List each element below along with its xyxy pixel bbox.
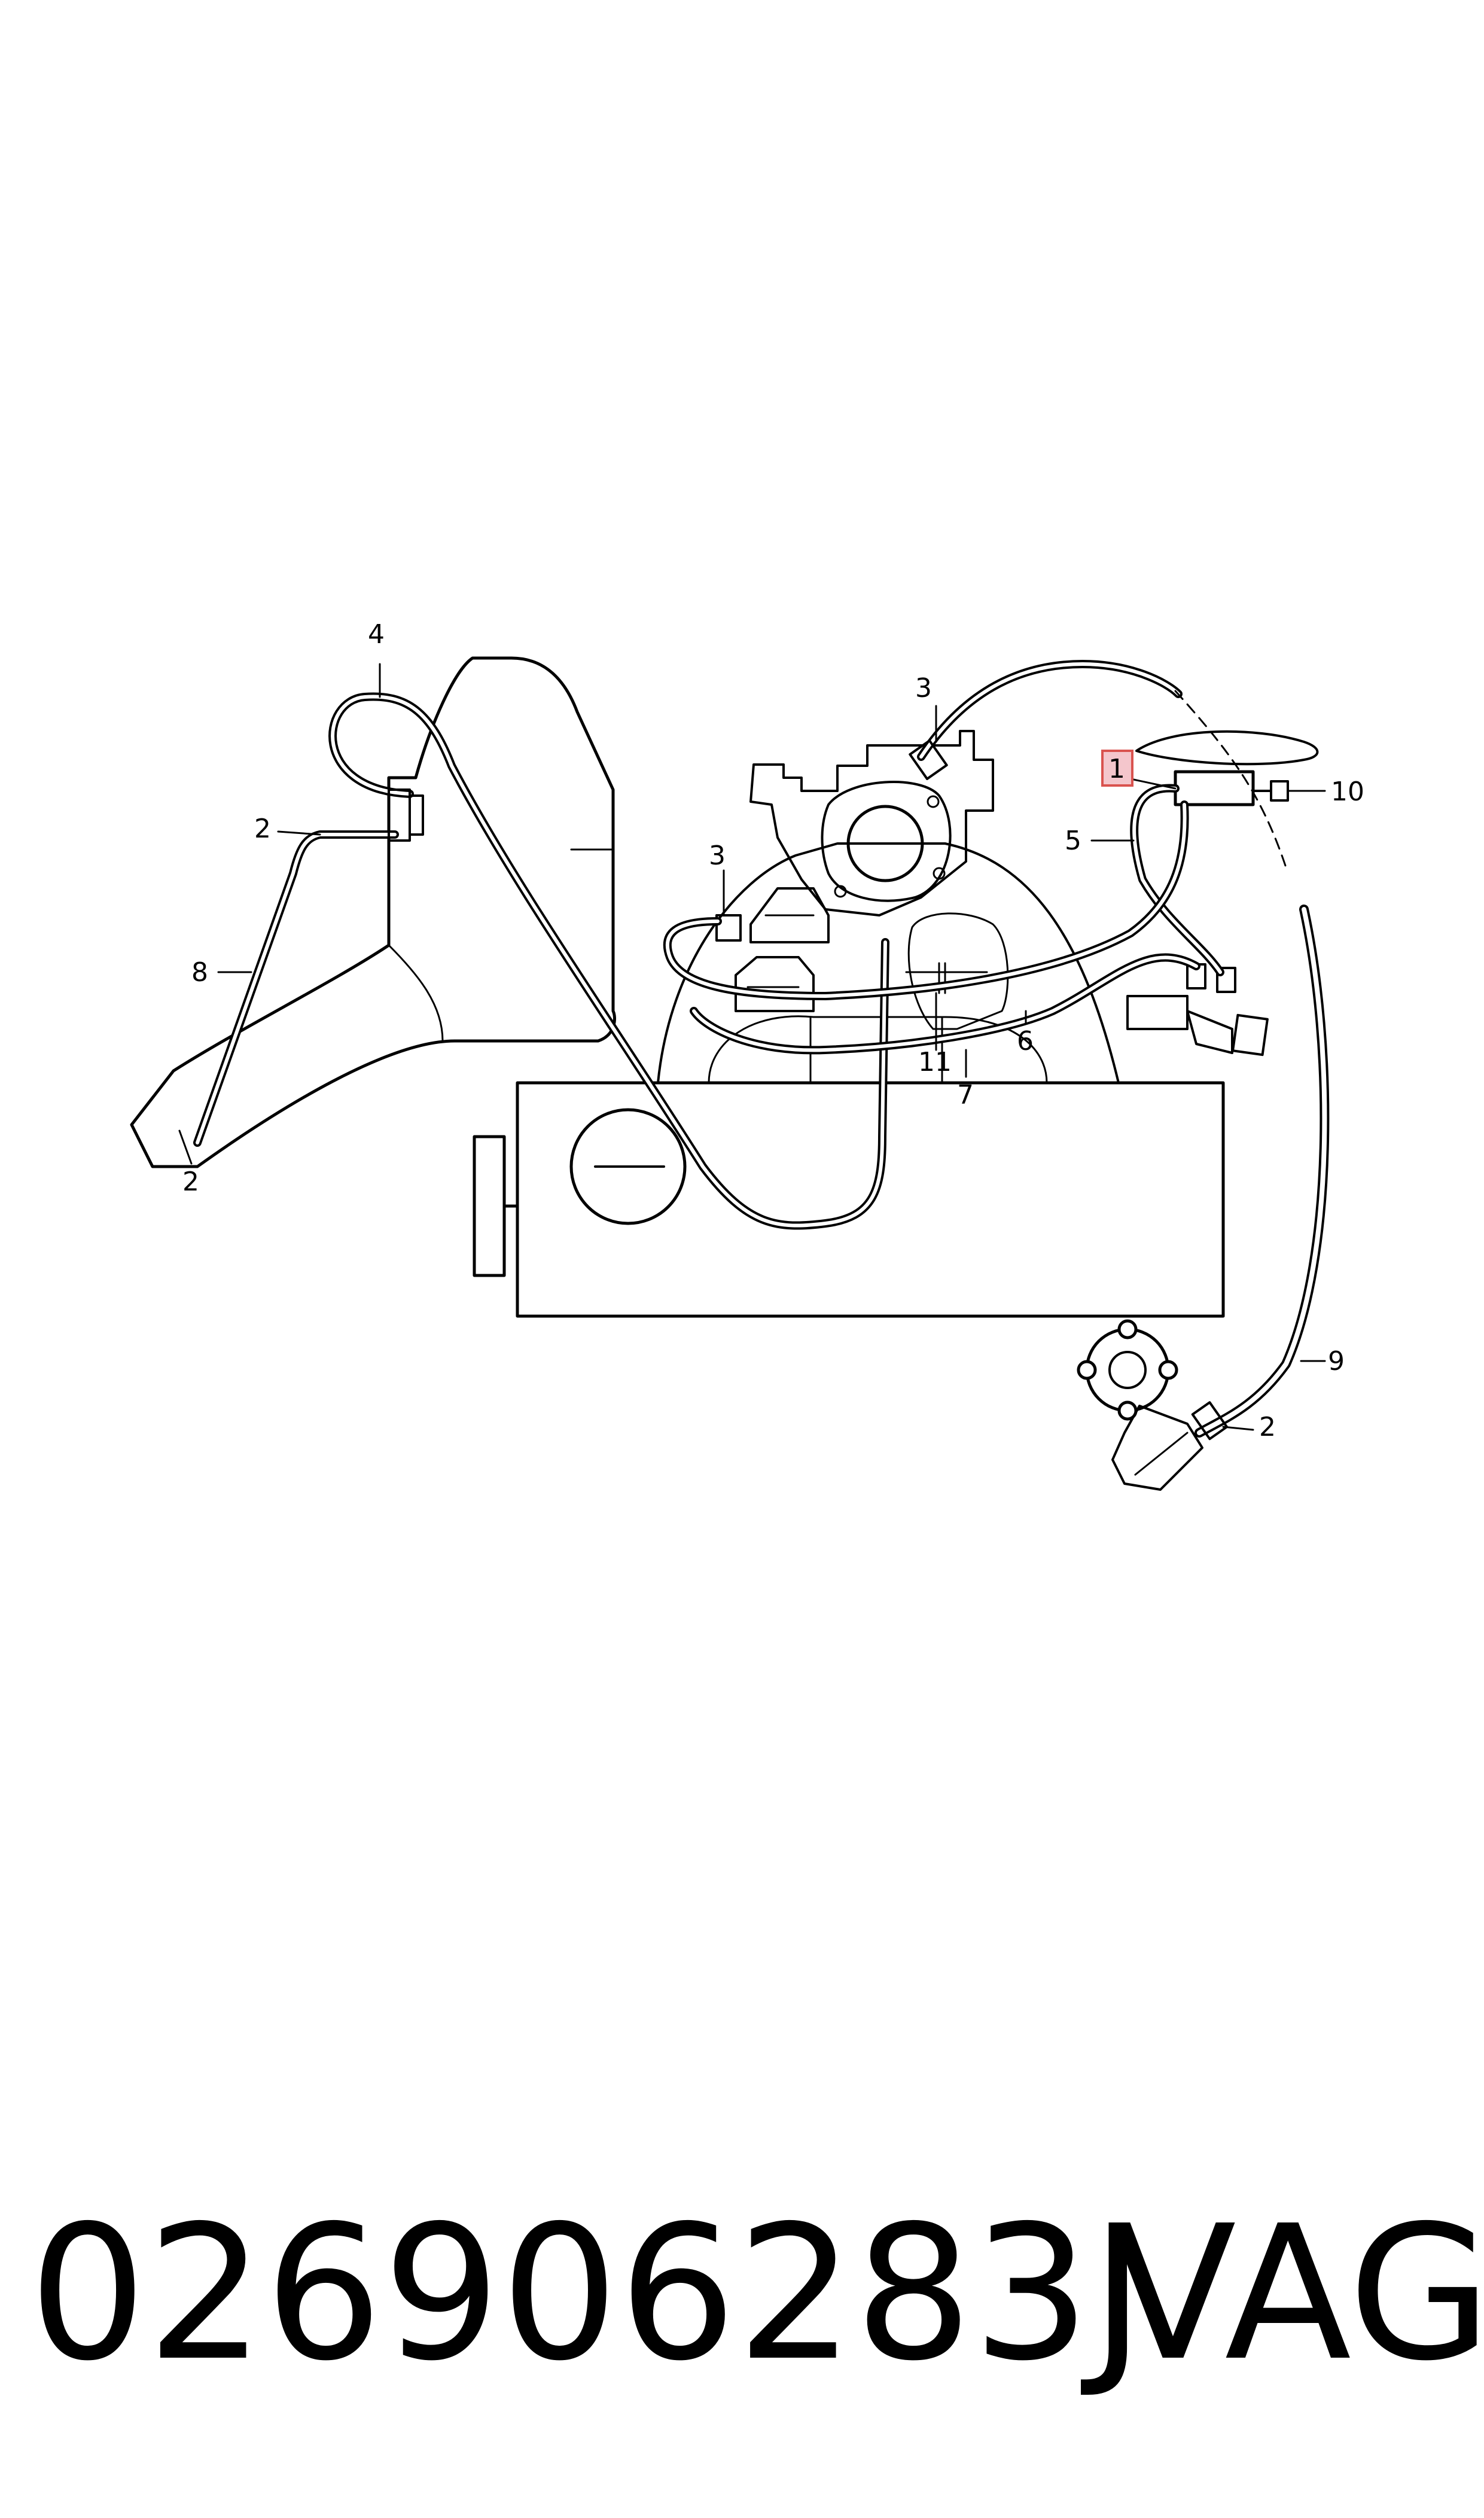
solenoid-right [1126,995,1189,1030]
engine-cover-circle [569,1108,687,1225]
vacuum-hose-diagram: 1 2 2 2 3 3 4 5 6 7 8 9 10 11 [130,619,1364,1491]
vacuum-reservoir [1135,730,1319,766]
callout-7: 7 [957,1080,974,1110]
callout-10: 10 [1331,777,1364,807]
callout-1-highlight [1101,750,1133,787]
callout-5: 5 [1065,826,1081,856]
callout-6: 6 [1017,1026,1034,1056]
callout-3: 3 [915,673,932,704]
engine-block [516,1081,1225,1318]
callout-2: 2 [1259,1412,1276,1442]
callout-2: 2 [182,1167,199,1197]
vacuum-pump-body [1085,1327,1170,1412]
callout-4: 4 [368,619,385,650]
callout-8: 8 [191,957,208,988]
callout-2: 2 [254,814,271,844]
callout-3: 3 [709,841,726,871]
bracket [907,912,1009,1030]
callout-9: 9 [1328,1346,1345,1377]
expansion-tank [130,656,616,1168]
control-valve-lower [735,956,815,1012]
control-valve-upper [749,887,830,943]
vacuum-pump-connector [1111,1405,1203,1491]
valve-10 [1174,770,1255,806]
pulley-plate [473,1135,506,1277]
brand-name: VAG [1110,2186,1484,2402]
throttle-bore [846,805,924,882]
callout-11: 11 [918,1047,952,1077]
part-number: 026906283J [29,2186,1145,2402]
hose-8 [193,830,399,1147]
callout-1: 1 [1108,754,1125,784]
throttle-body-outline [749,730,994,917]
